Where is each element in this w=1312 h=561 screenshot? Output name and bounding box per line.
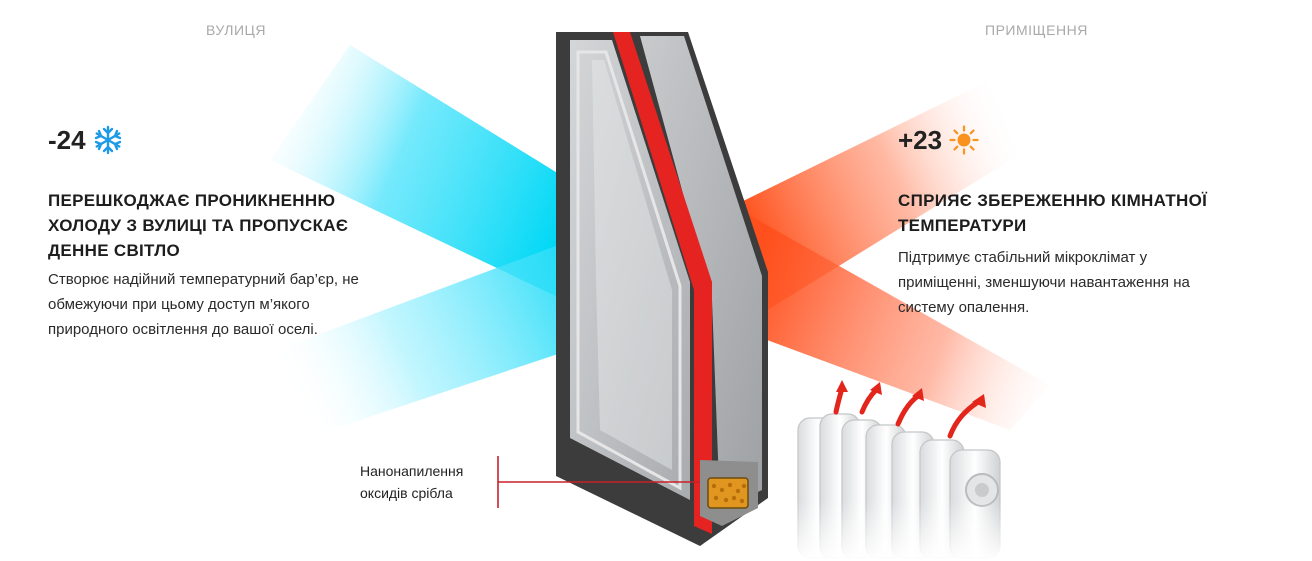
cold-beam-upper — [270, 45, 585, 310]
desiccant-granules — [707, 477, 749, 509]
room-label: ПРИМІЩЕННЯ — [985, 22, 1088, 38]
radiator — [790, 413, 1010, 561]
room-heading: СПРИЯЄ ЗБЕРЕЖЕННЮ КІМНАТНОЇ ТЕМПЕРАТУРИ — [898, 188, 1207, 238]
street-heading-line: ХОЛОДУ З ВУЛИЦІ ТА ПРОПУСКАЄ — [48, 216, 349, 235]
warm-beam-lower — [740, 210, 1050, 430]
desiccant-texture — [711, 482, 747, 504]
room-description: Підтримує стабільний мікроклімат у примі… — [898, 245, 1190, 320]
street-description: Створює надійний температурний бар’єр, н… — [48, 267, 359, 342]
front-glass-pane — [570, 40, 690, 500]
cold-beam-lower — [250, 235, 585, 430]
outdoor-temperature: -24 — [48, 124, 124, 156]
radiator-fade — [790, 500, 1010, 561]
room-heading-line: СПРИЯЄ ЗБЕРЕЖЕННЮ КІМНАТНОЇ — [898, 191, 1208, 210]
coating-callout-line: Нанонапилення — [360, 463, 464, 479]
street-description-line: обмежуючи при цьому доступ м’якого — [48, 296, 310, 313]
room-heading-line: ТЕМПЕРАТУРИ — [898, 216, 1027, 235]
sun-icon — [949, 125, 979, 155]
coating-callout: Нанонапилення оксидів срібла — [360, 460, 463, 504]
window-profile — [556, 32, 768, 546]
indoor-temperature-value: +23 — [898, 124, 943, 155]
coating-callout-line: оксидів срібла — [360, 485, 453, 501]
street-heading-line: ДЕННЕ СВІТЛО — [48, 241, 181, 260]
snowflake-icon — [94, 125, 121, 155]
inner-glass-reflection — [592, 60, 672, 470]
indoor-temperature: +23 — [898, 124, 980, 156]
outdoor-temperature-value: -24 — [48, 124, 86, 155]
room-description-line: Підтримує стабільний мікроклімат у — [898, 249, 1148, 266]
street-description-line: природного освітлення до вашої оселі. — [48, 321, 318, 338]
street-description-line: Створює надійний температурний бар’єр, н… — [48, 271, 359, 288]
room-description-line: систему опалення. — [898, 299, 1030, 316]
street-heading: ПЕРЕШКОДЖАЄ ПРОНИКНЕННЮ ХОЛОДУ З ВУЛИЦІ … — [48, 188, 348, 263]
back-glass-pane — [640, 36, 762, 510]
heat-arrow-heads — [836, 380, 986, 408]
inner-frame-line — [576, 50, 682, 491]
street-heading-line: ПЕРЕШКОДЖАЄ ПРОНИКНЕННЮ — [48, 191, 336, 210]
street-label: ВУЛИЦЯ — [206, 22, 267, 38]
room-description-line: приміщенні, зменшуючи навантаження на — [898, 274, 1190, 291]
